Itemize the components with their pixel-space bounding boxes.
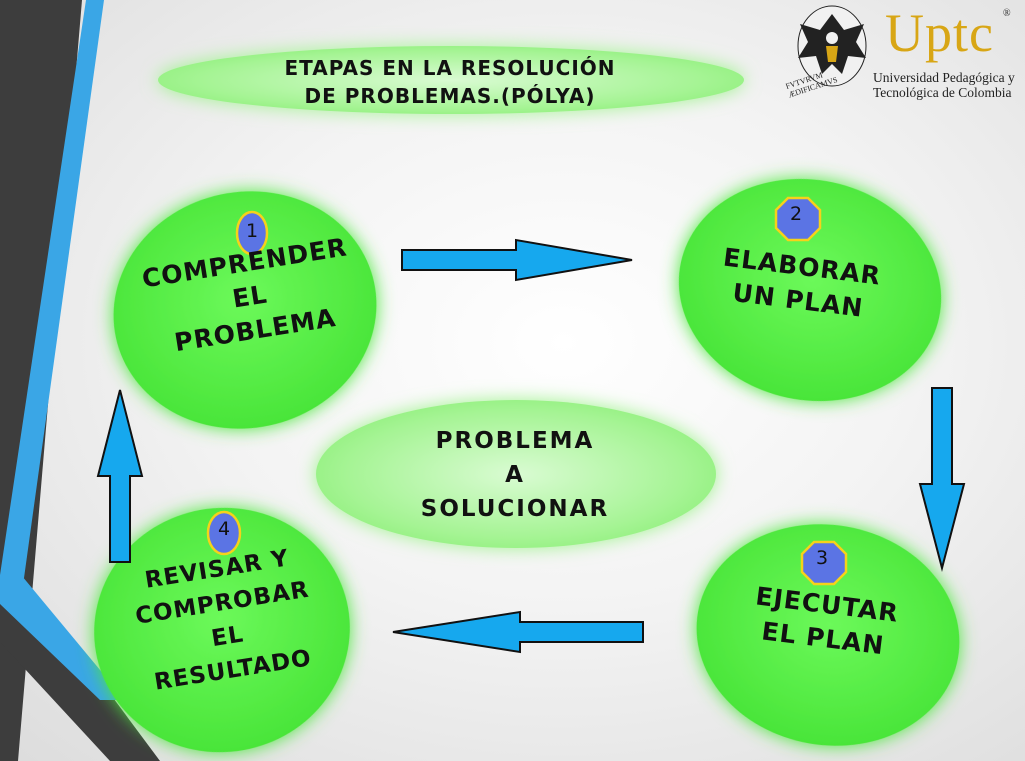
badge-3: [800, 540, 848, 586]
stage-4-number: 4: [217, 518, 231, 540]
stripe-blue-bottom: [0, 576, 125, 700]
stage-3-number: 3: [815, 547, 829, 569]
arrow-up: [96, 389, 144, 563]
badge-4: [206, 510, 242, 556]
uptc-wordmark: Uptc: [885, 3, 994, 63]
diagram-title: ETAPAS EN LA RESOLUCIÓN DE PROBLEMAS.(PÓ…: [200, 54, 700, 110]
stripe-blue-left: [0, 0, 104, 610]
arrow-right: [401, 238, 633, 282]
center-line-3: SOLUCIONAR: [420, 496, 610, 522]
badge-2: [774, 196, 822, 242]
uptc-condor-emblem: [797, 5, 867, 87]
uptc-university-name: Universidad Pedagógica y Tecnológica de …: [873, 70, 1025, 100]
stage-2-number: 2: [789, 203, 803, 225]
arrow-left: [392, 610, 644, 654]
title-ellipse: [158, 46, 744, 114]
center-line-1: PROBLEMA: [435, 428, 595, 454]
stage-node-3: [696, 524, 960, 746]
stage-node-4: [94, 507, 350, 753]
uptc-name-line-1: Universidad Pedagógica y: [873, 70, 1015, 85]
title-line-1: ETAPAS EN LA RESOLUCIÓN: [284, 56, 616, 80]
center-label: PROBLEMA A SOLUCIONAR: [360, 424, 670, 526]
badge-1: [235, 210, 269, 256]
stage-node-2: [678, 178, 942, 402]
stage-1-number: 1: [245, 220, 259, 242]
stage-node-1: [113, 191, 377, 429]
center-ellipse: [316, 400, 716, 548]
uptc-registered-mark: ®: [1003, 8, 1011, 19]
uptc-name-line-2: Tecnológica de Colombia: [873, 85, 1012, 100]
title-line-2: DE PROBLEMAS.(PÓLYA): [304, 84, 596, 108]
center-line-2: A: [505, 462, 525, 488]
arrow-down: [918, 387, 966, 572]
